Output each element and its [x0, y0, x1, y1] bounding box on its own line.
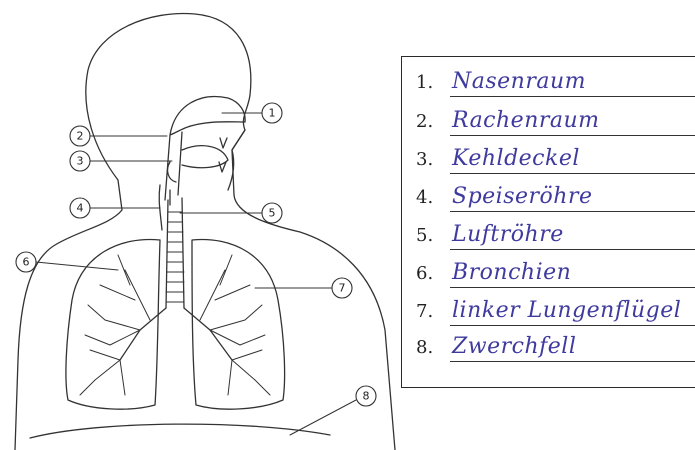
answer-text: Kehldeckel	[452, 146, 580, 171]
answer-number: 6.	[416, 263, 433, 284]
answer-number: 4.	[416, 187, 433, 208]
callout-7-label: 7	[339, 282, 346, 295]
answer-row-7: 7. linker Lungenflügel	[416, 292, 695, 326]
answer-text: Bronchien	[452, 260, 571, 285]
callout-4-label: 4	[77, 202, 84, 215]
answer-line	[450, 249, 695, 250]
right-lung	[192, 239, 285, 409]
answer-number: 5.	[416, 225, 433, 246]
answer-number: 2.	[416, 111, 433, 132]
answer-line	[450, 96, 695, 97]
answer-line	[450, 325, 695, 326]
epiglottis	[168, 162, 176, 182]
answer-box: 1. Nasenraum 2. Rachenraum 3. Kehldeckel…	[401, 56, 695, 388]
answer-row-6: 6. Bronchien	[416, 254, 695, 288]
answer-row-4: 4. Speiseröhre	[416, 178, 695, 212]
callout-3-label: 3	[77, 155, 84, 168]
answer-line	[450, 135, 695, 136]
answer-text: Zwerchfell	[452, 334, 576, 359]
answer-text: Rachenraum	[452, 108, 600, 133]
answer-row-2: 2. Rachenraum	[416, 102, 695, 136]
answer-text: Speiseröhre	[452, 184, 593, 209]
answer-line	[450, 211, 695, 212]
bronchial-branches	[80, 255, 270, 395]
answer-line	[450, 361, 695, 362]
diaphragm	[30, 424, 330, 438]
callout-1-label: 1	[269, 107, 276, 120]
answer-row-1: 1. Nasenraum	[416, 63, 695, 97]
answer-line	[450, 173, 695, 174]
answer-text: Luftröhre	[452, 222, 564, 247]
answer-row-3: 3. Kehldeckel	[416, 140, 695, 174]
answer-number: 3.	[416, 149, 433, 170]
answer-row-5: 5. Luftröhre	[416, 216, 695, 250]
answer-text: linker Lungenflügel	[452, 298, 681, 323]
answer-number: 1.	[416, 72, 433, 93]
mouth	[182, 146, 228, 168]
answer-line	[450, 287, 695, 288]
answer-text: Nasenraum	[452, 69, 586, 94]
callout-2-label: 2	[77, 130, 84, 143]
callout-5-label: 5	[269, 207, 276, 220]
trachea-rings	[166, 212, 184, 302]
answer-number: 8.	[416, 337, 433, 358]
main-bronchi	[120, 308, 232, 360]
nasal-cavity	[170, 97, 245, 135]
respiratory-system-diagram: 1 2 3 4 5 6 7 8	[0, 0, 400, 450]
callout-8-label: 8	[363, 390, 370, 403]
answer-number: 7.	[416, 301, 433, 322]
face-profile	[228, 130, 245, 190]
answer-row-8: 8. Zwerchfell	[416, 328, 695, 362]
body-outline	[15, 13, 395, 450]
callout-6-label: 6	[23, 256, 30, 269]
